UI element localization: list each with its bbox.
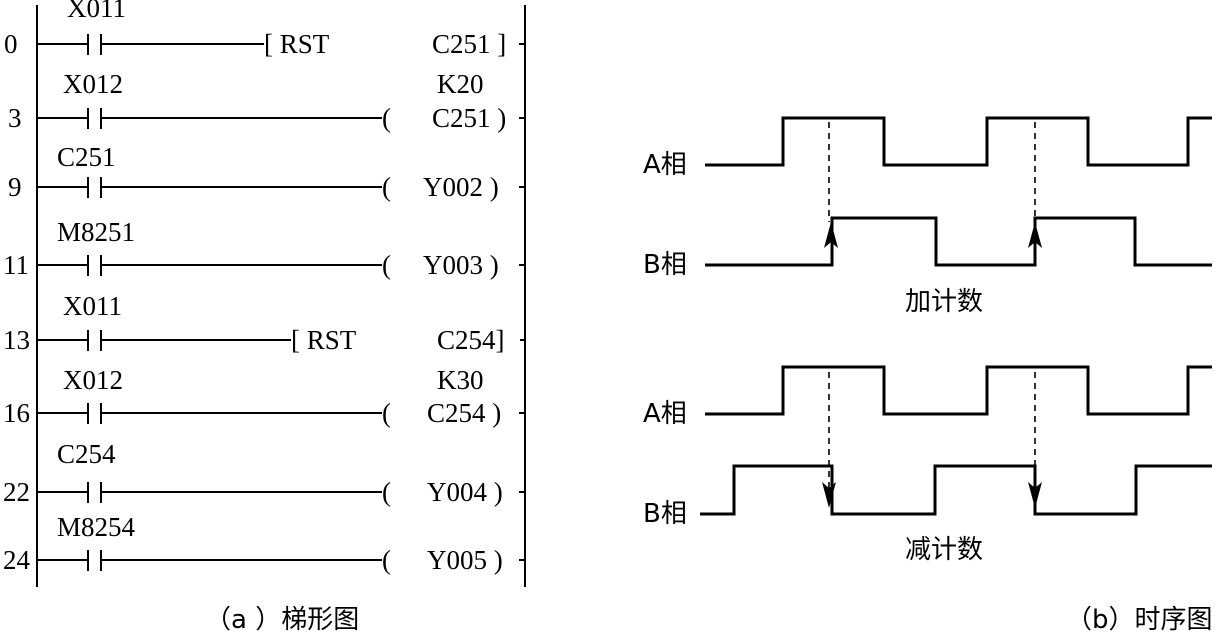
phase-b-label: B相 [643, 499, 687, 529]
instruction-label: [ RST [264, 29, 330, 59]
contact-label: C251 [57, 142, 116, 172]
operand-label: C254 ) [427, 398, 501, 428]
rung-22: 22 C254 ( Y004 ) [3, 439, 525, 507]
operand-label: C251 ) [432, 103, 506, 133]
coil-open: ( [382, 172, 391, 202]
up-arrow-icon [1028, 222, 1042, 248]
step-number: 24 [3, 545, 31, 575]
phase-a-waveform [705, 116, 1212, 167]
rung-9: 9 C251 ( Y002 ) [8, 142, 525, 202]
coil-open: ( [382, 103, 391, 133]
step-number: 9 [8, 172, 22, 202]
group-title: 加计数 [905, 287, 983, 317]
timing-group-up: A相 B相 加计数 [643, 116, 1212, 317]
coil-open: ( [382, 250, 391, 280]
step-number: 0 [4, 29, 18, 59]
phase-b-waveform [705, 216, 1212, 267]
group-title: 减计数 [905, 535, 983, 565]
rung-0: 0 X011 [ RST C251 ] [4, 0, 525, 59]
operand-label: Y005 ) [427, 545, 503, 575]
step-number: 22 [3, 477, 30, 507]
contact-label: X011 [67, 0, 126, 23]
coil-open: ( [382, 545, 391, 575]
caption-a: （a ）梯形图 [205, 605, 359, 634]
phase-a-label: A相 [643, 399, 687, 429]
up-arrow-icon [824, 222, 838, 248]
contact-label: C254 [57, 439, 116, 469]
rung-13: 13 X011 [ RST C254] [3, 291, 525, 355]
step-number: 16 [3, 398, 30, 428]
contact-label: M8251 [57, 217, 135, 247]
timing-group-down: A相 B相 减计数 [643, 365, 1212, 565]
rung-16: 16 X012 K30 ( C254 ) [3, 365, 525, 428]
ladder-diagram: 0 X011 [ RST C251 ] 3 X012 K20 ( C251 ) … [3, 0, 526, 634]
operand-label: Y003 ) [423, 250, 499, 280]
operand-label: C254] [437, 325, 505, 355]
contact-label: X012 [63, 365, 123, 395]
phase-b-label: B相 [643, 250, 687, 280]
instruction-label: [ RST [291, 325, 357, 355]
phase-a-label: A相 [643, 150, 687, 180]
operand-label: Y002 ) [423, 172, 499, 202]
rung-3: 3 X012 K20 ( C251 ) [8, 69, 525, 133]
step-number: 13 [3, 325, 30, 355]
contact-label: X011 [63, 291, 122, 321]
coil-open: ( [382, 398, 391, 428]
caption-b: （b）时序图 [1066, 605, 1213, 634]
setting-label: K30 [437, 365, 484, 395]
coil-open: ( [382, 477, 391, 507]
phase-b-waveform [700, 464, 1212, 516]
setting-label: K20 [437, 69, 484, 99]
down-arrow-icon [1028, 482, 1042, 508]
phase-a-waveform [705, 365, 1212, 416]
down-arrow-icon [822, 482, 836, 508]
operand-label: Y004 ) [427, 477, 503, 507]
timing-diagram: A相 B相 加计数 A相 B相 减计数 （b）时序图 [643, 116, 1213, 634]
rung-24: 24 M8254 ( Y005 ) [3, 512, 525, 575]
contact-label: M8254 [57, 512, 136, 542]
operand-label: C251 ] [432, 29, 506, 59]
rung-11: 11 M8251 ( Y003 ) [3, 217, 525, 280]
step-number: 3 [8, 103, 22, 133]
contact-label: X012 [63, 69, 123, 99]
step-number: 11 [3, 250, 29, 280]
